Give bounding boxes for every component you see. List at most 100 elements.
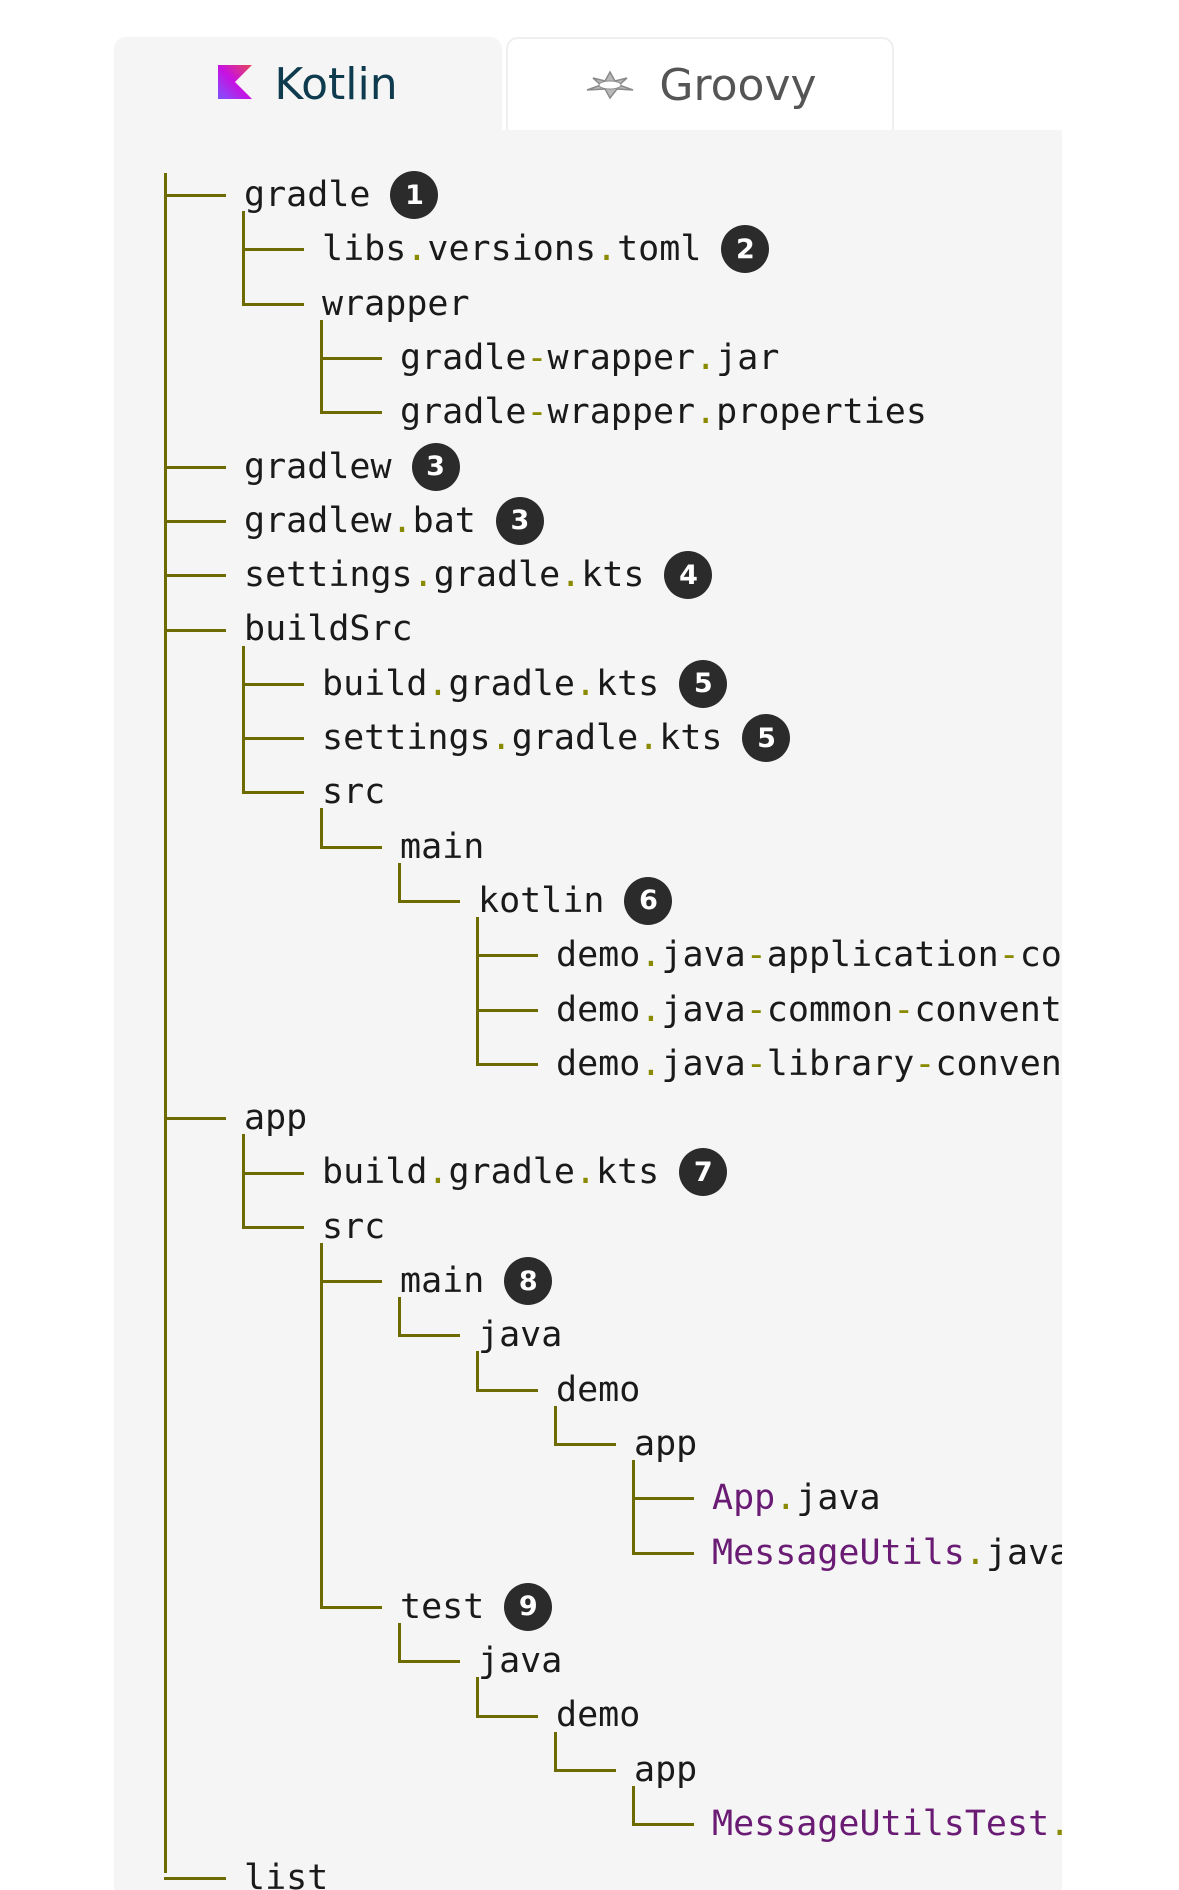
tree-branch-line	[164, 574, 226, 578]
tree-trunk-line	[554, 1405, 557, 1447]
tree-item-name: gradle-wrapper.properties	[400, 392, 927, 433]
tree-item: settings.gradle.kts 4	[244, 548, 713, 602]
tree-trunk-line	[242, 211, 245, 306]
tree-branch-line	[398, 1334, 460, 1338]
tree-branch-line	[242, 1225, 304, 1229]
tree-trunk-line	[554, 1731, 557, 1772]
tree-branch-line	[398, 1660, 460, 1664]
tree-branch-line	[320, 411, 382, 415]
tree-item-name: java	[478, 1641, 563, 1682]
tree-branch-line	[242, 682, 304, 686]
tree-trunk-line	[320, 1242, 323, 1609]
callout-badge: 3	[411, 442, 460, 491]
tree-branch-line	[632, 1497, 694, 1501]
tree-trunk-line	[632, 1460, 635, 1555]
callout-badge: 2	[721, 225, 770, 274]
tree-item: MessageUtils.java	[712, 1526, 1062, 1580]
tree-branch-line	[554, 1768, 616, 1772]
tree-item-name: main	[400, 826, 485, 867]
tree-item-name: gradle-wrapper.jar	[400, 337, 780, 378]
tree-branch-line	[242, 1171, 304, 1175]
tree-branch-line	[320, 1280, 382, 1284]
tree-branch-line	[476, 1388, 538, 1392]
tree-trunk-line	[398, 1297, 401, 1338]
tree-item-name: app	[634, 1423, 698, 1464]
tree-item: wrapper	[322, 277, 470, 331]
tree-item-name: demo.java-library-conventi	[556, 1043, 1062, 1084]
tree-item-name: buildSrc	[244, 609, 413, 650]
tree-trunk-line	[242, 645, 245, 795]
tree-branch-line	[320, 1605, 382, 1609]
tree-item-name: wrapper	[322, 283, 470, 324]
callout-badge: 8	[504, 1257, 553, 1305]
tab-kotlin[interactable]: Kotlin	[114, 37, 502, 132]
tree-item-name: src	[322, 772, 386, 813]
tree-branch-line	[164, 465, 226, 469]
tree-item: src	[322, 1200, 385, 1254]
tab-kotlin-label: Kotlin	[274, 59, 398, 110]
callout-badge: 6	[624, 876, 673, 925]
tree-branch-line	[632, 1823, 694, 1827]
tree-branch-line	[164, 519, 226, 523]
tree-item-name: gradlew	[244, 446, 392, 487]
tree-item-name: app	[244, 1098, 308, 1139]
tree-branch-line	[242, 248, 304, 252]
tree-branch-line	[476, 1062, 538, 1066]
tree-item: gradle-wrapper.properties	[400, 385, 927, 439]
tree-item-name: settings.gradle.kts	[244, 555, 645, 596]
tree-trunk-line	[632, 1785, 635, 1827]
tree-item-name: MessageUtils.java	[712, 1532, 1062, 1573]
callout-badge: 3	[495, 496, 544, 545]
tree-item-name: build.gradle.kts	[322, 1152, 660, 1193]
tree-branch-line	[164, 1877, 226, 1881]
tree-item-name: demo.java-common-conventio	[556, 989, 1062, 1030]
tree-item-name: MessageUtilsTest.j	[712, 1804, 1062, 1844]
groovy-logo-icon	[583, 60, 637, 111]
tree-item-name: libs.versions.toml	[322, 229, 702, 270]
tree-trunk-line	[476, 1351, 479, 1392]
tree-item: buildSrc	[244, 602, 413, 656]
tree-item-name: src	[322, 1206, 386, 1247]
tree-item: MessageUtilsTest.j	[712, 1797, 1062, 1851]
callout-badge: 4	[664, 551, 713, 600]
tree-item: main	[400, 820, 484, 874]
tree-branch-line	[554, 1443, 616, 1447]
tree-item: demo	[556, 1363, 640, 1417]
tree-item-name: test	[400, 1586, 485, 1627]
tree-trunk-line	[320, 319, 323, 415]
tree-item-name: App.java	[712, 1478, 881, 1519]
tree-branch-line	[320, 357, 382, 361]
tree-item: demo.java-common-conventio	[556, 983, 1062, 1037]
tree-item-name: list	[244, 1858, 329, 1890]
tree-item: java	[478, 1308, 562, 1362]
tree-item: gradlew 3	[244, 440, 460, 494]
tree-branch-line	[398, 900, 460, 904]
tree-item-name: settings.gradle.kts	[322, 718, 723, 758]
tree-item: list	[244, 1851, 328, 1890]
tree-item: main 8	[400, 1254, 553, 1308]
tree-item-name: build.gradle.kts	[322, 663, 660, 704]
tree-item: build.gradle.kts 7	[322, 1145, 728, 1199]
tree-trunk-line	[242, 1134, 245, 1229]
tree-branch-line	[632, 1551, 694, 1555]
tab-groovy[interactable]: Groovy	[506, 37, 894, 132]
tree-trunk-line	[320, 808, 323, 849]
tree-branch-line	[476, 1714, 538, 1718]
tree-branch-line	[320, 845, 382, 849]
tree-item-name: demo	[556, 1369, 641, 1410]
tree-item: demo	[556, 1688, 640, 1742]
tree-item: app	[634, 1417, 697, 1471]
callout-badge: 7	[679, 1148, 728, 1197]
tree-item: gradle-wrapper.jar	[400, 331, 779, 385]
tree-trunk-line	[476, 1677, 479, 1718]
tree-item-name: main	[400, 1261, 485, 1301]
tree-item: src	[322, 765, 385, 819]
